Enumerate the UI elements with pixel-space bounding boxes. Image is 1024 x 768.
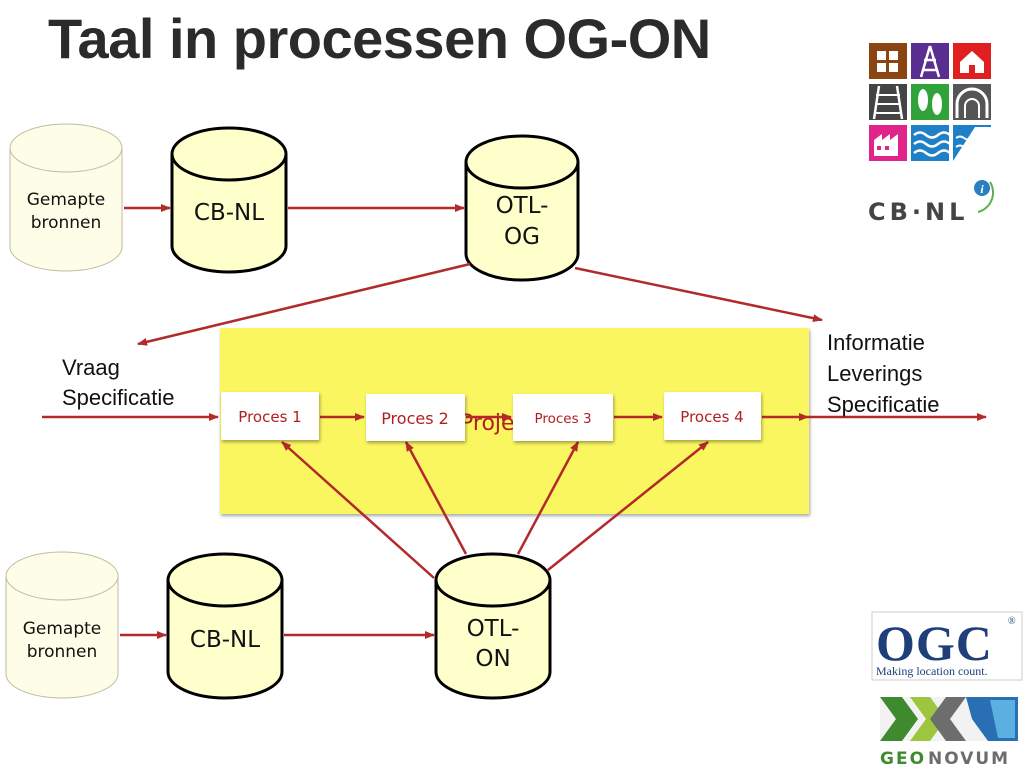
top-source-label-line1: Gemapte: [27, 190, 106, 210]
top-otl-og-label-line2: OG: [504, 224, 540, 250]
bottom-otl-on-cylinder: [434, 552, 552, 700]
top-source-cylinder: [9, 123, 123, 272]
vraag-label-line1: Vraag: [62, 355, 120, 380]
dike-icon: [953, 125, 991, 161]
process-label-1: Proces 1: [238, 408, 301, 426]
project-label: Proje: [460, 411, 515, 436]
arrow-otl-og-to-vraag: [137, 262, 471, 346]
ogc-registered-mark: ®: [1008, 616, 1016, 627]
arrow-otl-on-to-proces2: [404, 441, 468, 555]
building-icon: [869, 43, 907, 79]
informatie-label-line3: Specificatie: [827, 392, 940, 417]
bottom-otl-on-label-line2: ON: [475, 646, 510, 672]
cbnl-logo: CB·NL i: [868, 43, 995, 226]
geonovum-logo: GEO NOVUM: [880, 697, 1018, 768]
geonovum-mark-icon: [880, 697, 1018, 741]
process-label-2: Proces 2: [381, 409, 449, 428]
process-label-3: Proces 3: [534, 411, 591, 427]
water-icon: [911, 125, 951, 161]
railway-icon: [869, 84, 907, 120]
industry-icon: [869, 125, 907, 161]
vraag-label-line2: Specificatie: [62, 385, 175, 410]
tower-icon: [911, 43, 949, 79]
bottom-cbnl-label: CB-NL: [190, 627, 260, 653]
info-badge-icon: i: [974, 180, 995, 213]
footsteps-icon: [911, 84, 949, 120]
bottom-source-cylinder: [5, 551, 119, 699]
process-box-2: Proces 2: [366, 394, 465, 441]
tunnel-icon: [953, 84, 991, 120]
geonovum-novum: NOVUM: [928, 749, 1010, 768]
informatie-label-line1: Informatie: [827, 330, 925, 355]
house-icon: [953, 43, 991, 79]
process-box-3: Proces 3: [513, 394, 613, 441]
ogc-logo: OGC ® Making location count.: [871, 611, 1023, 681]
arrow-otl-on-to-proces1: [281, 441, 435, 579]
geonovum-geo: GEO: [880, 749, 926, 768]
arrow-otl-on-to-proces3: [516, 441, 580, 555]
informatie-label-line2: Leverings: [827, 361, 922, 386]
bottom-source-label-line2: bronnen: [27, 642, 98, 662]
top-otl-og-cylinder: [464, 134, 580, 282]
arrow-otl-on-to-proces4: [547, 441, 709, 571]
bottom-cbnl-cylinder: [166, 552, 284, 700]
process-box-4: Proces 4: [664, 392, 761, 440]
top-cbnl-label: CB-NL: [194, 200, 264, 226]
top-cbnl-cylinder: [170, 126, 288, 274]
bottom-source-label-line1: Gemapte: [23, 619, 102, 639]
page-title: Taal in processen OG-ON: [48, 7, 711, 70]
top-otl-og-label-line1: OTL-: [496, 193, 549, 219]
ogc-logo-text: OGC: [876, 615, 993, 671]
cbnl-wordmark: CB·NL: [868, 198, 968, 226]
bottom-otl-on-label-line1: OTL-: [467, 616, 520, 642]
arrow-otl-og-to-informatie: [574, 266, 823, 323]
process-label-4: Proces 4: [680, 408, 743, 426]
process-box-1: Proces 1: [221, 392, 319, 440]
top-source-label-line2: bronnen: [31, 213, 102, 233]
ogc-tagline: Making location count.: [876, 664, 988, 678]
svg-text:i: i: [980, 182, 984, 196]
